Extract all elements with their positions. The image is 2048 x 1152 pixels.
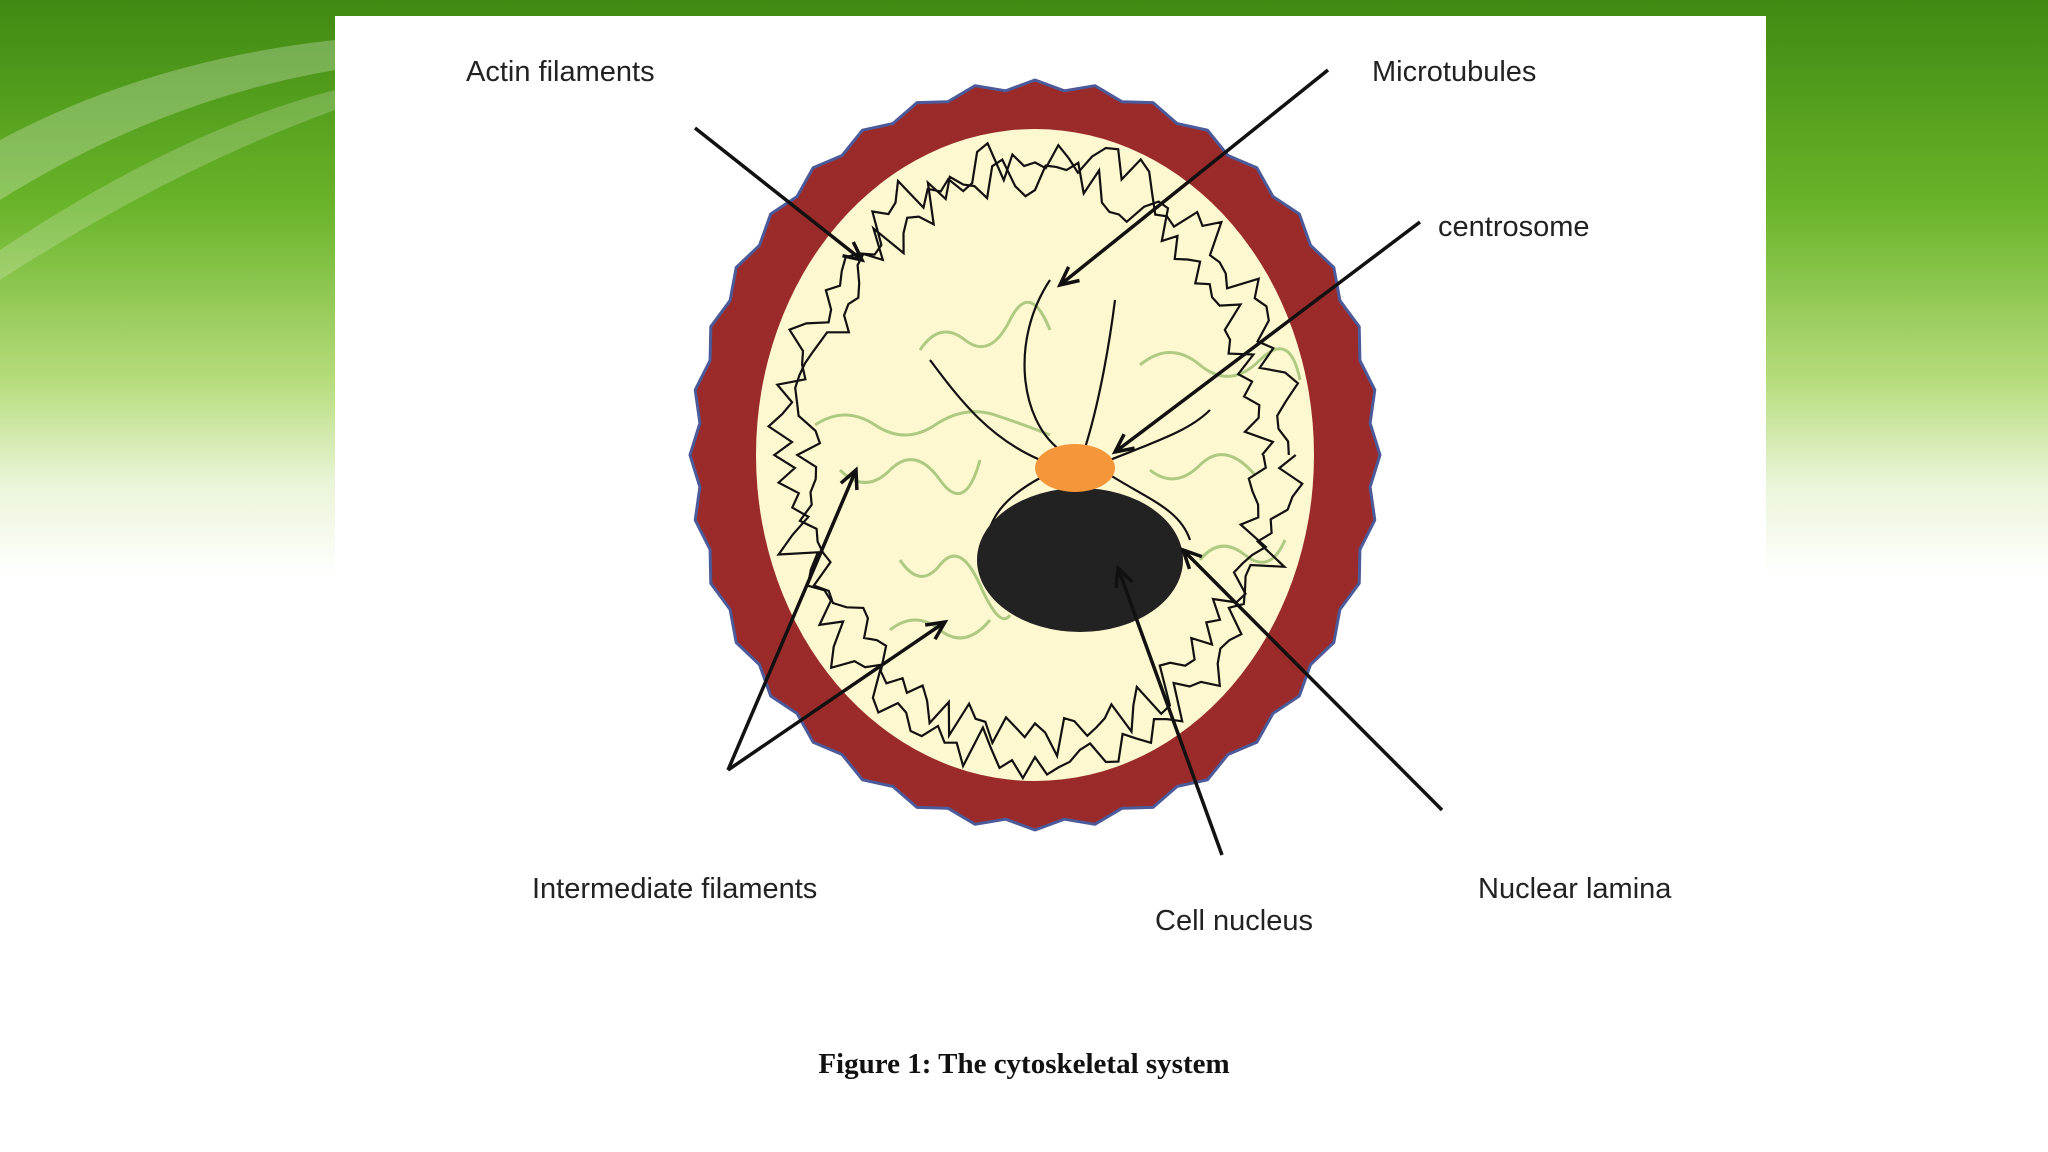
arrow-intermediate-2 [727, 619, 949, 772]
label-centrosome: centrosome [1438, 211, 1590, 243]
arrow-nuclear-lamina [1180, 547, 1444, 812]
centrosome [1035, 444, 1115, 492]
arrow-cell-nucleus [1114, 564, 1224, 856]
microtubule-strand [929, 359, 1046, 464]
label-cell-nucleus: Cell nucleus [1155, 905, 1313, 937]
intermediate-filament-strand [1198, 539, 1287, 564]
cell-nucleus [977, 488, 1183, 632]
microtubule-strand [1023, 279, 1061, 451]
arrow-centrosome [1111, 220, 1422, 455]
arrow-intermediate-1 [726, 466, 859, 771]
arrow-actin [693, 126, 866, 263]
label-microtubules: Microtubules [1372, 56, 1537, 88]
microtubule-strand [1109, 474, 1192, 541]
intermediate-filament-strand [1149, 453, 1257, 481]
intermediate-filament-strand [814, 410, 1051, 437]
label-actin-filaments: Actin filaments [466, 56, 655, 88]
cytoplasm [756, 129, 1314, 781]
intermediate-filament-strand [1139, 347, 1302, 381]
label-nuclear-lamina: Nuclear lamina [1478, 873, 1672, 905]
label-arrows [693, 68, 1444, 856]
microtubules [929, 279, 1211, 546]
microtubule-strand [1083, 299, 1117, 449]
arrow-microtubules [1056, 68, 1330, 288]
intermediate-filament-strand [918, 300, 1052, 351]
microtubule-strand [1109, 409, 1211, 462]
figure-caption: Figure 1: The cytoskeletal system [818, 1048, 1230, 1080]
label-intermediate-filaments: Intermediate filaments [532, 873, 818, 905]
intermediate-filament-strand [838, 458, 982, 496]
intermediate-filament-strand [898, 554, 1012, 621]
